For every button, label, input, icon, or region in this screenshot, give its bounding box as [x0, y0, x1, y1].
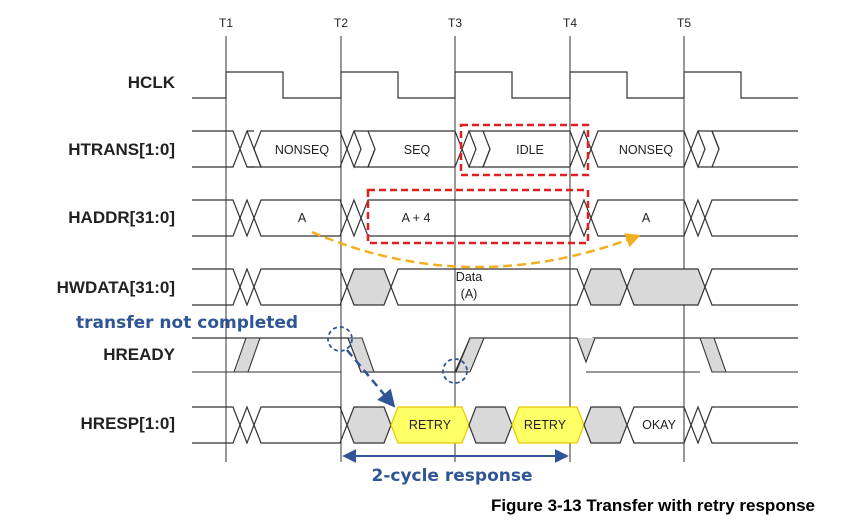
two-cycle-response-note: 2-cycle response [371, 466, 532, 486]
readdress-arrow [311, 230, 641, 269]
hwdata-value-data: Data [456, 270, 482, 284]
hresp-value-retry-1: RETRY [409, 418, 452, 432]
hready-waveform [192, 337, 798, 373]
clock-edge-label-t3: T3 [448, 16, 462, 30]
signal-label-hresp: HRESP[1:0] [81, 414, 175, 433]
hresp-waveform [192, 405, 798, 445]
clock-edge-label-t1: T1 [219, 16, 233, 30]
hresp-value-okay: OKAY [642, 418, 676, 432]
htrans-value-nonseq-1: NONSEQ [275, 143, 329, 157]
haddr-value-a-2: A [642, 211, 651, 225]
htrans-waveform [192, 129, 798, 169]
haddr-value-a-plus-4: A + 4 [402, 211, 431, 225]
ready-marker-circle [442, 358, 468, 384]
hresp-value-retry-2: RETRY [524, 418, 567, 432]
signal-label-haddr: HADDR[31:0] [68, 208, 175, 227]
signal-label-hready: HREADY [103, 345, 175, 364]
hclk-waveform [192, 71, 798, 99]
haddr-highlight-box [366, 188, 590, 245]
signal-label-hwdata: HWDATA[31:0] [57, 278, 175, 297]
transfer-not-completed-note: transfer not completed [76, 313, 298, 333]
htrans-value-nonseq-2: NONSEQ [619, 143, 673, 157]
not-completed-marker-circle [327, 326, 353, 352]
clock-edge-label-t4: T4 [563, 16, 577, 30]
hwdata-waveform [192, 267, 798, 307]
haddr-value-a-1: A [298, 211, 307, 225]
signal-label-hclk: HCLK [128, 73, 176, 92]
signal-label-htrans: HTRANS[1:0] [68, 140, 175, 159]
haddr-waveform [192, 198, 798, 238]
htrans-value-seq: SEQ [404, 143, 431, 157]
figure-caption: Figure 3-13 Transfer with retry response [491, 496, 815, 515]
hwdata-value-a: (A) [461, 287, 478, 301]
clock-edge-lines [225, 36, 685, 462]
clock-edge-label-t5: T5 [677, 16, 691, 30]
not-completed-arrow [346, 349, 396, 408]
htrans-value-idle: IDLE [516, 143, 544, 157]
clock-edge-label-t2: T2 [334, 16, 348, 30]
